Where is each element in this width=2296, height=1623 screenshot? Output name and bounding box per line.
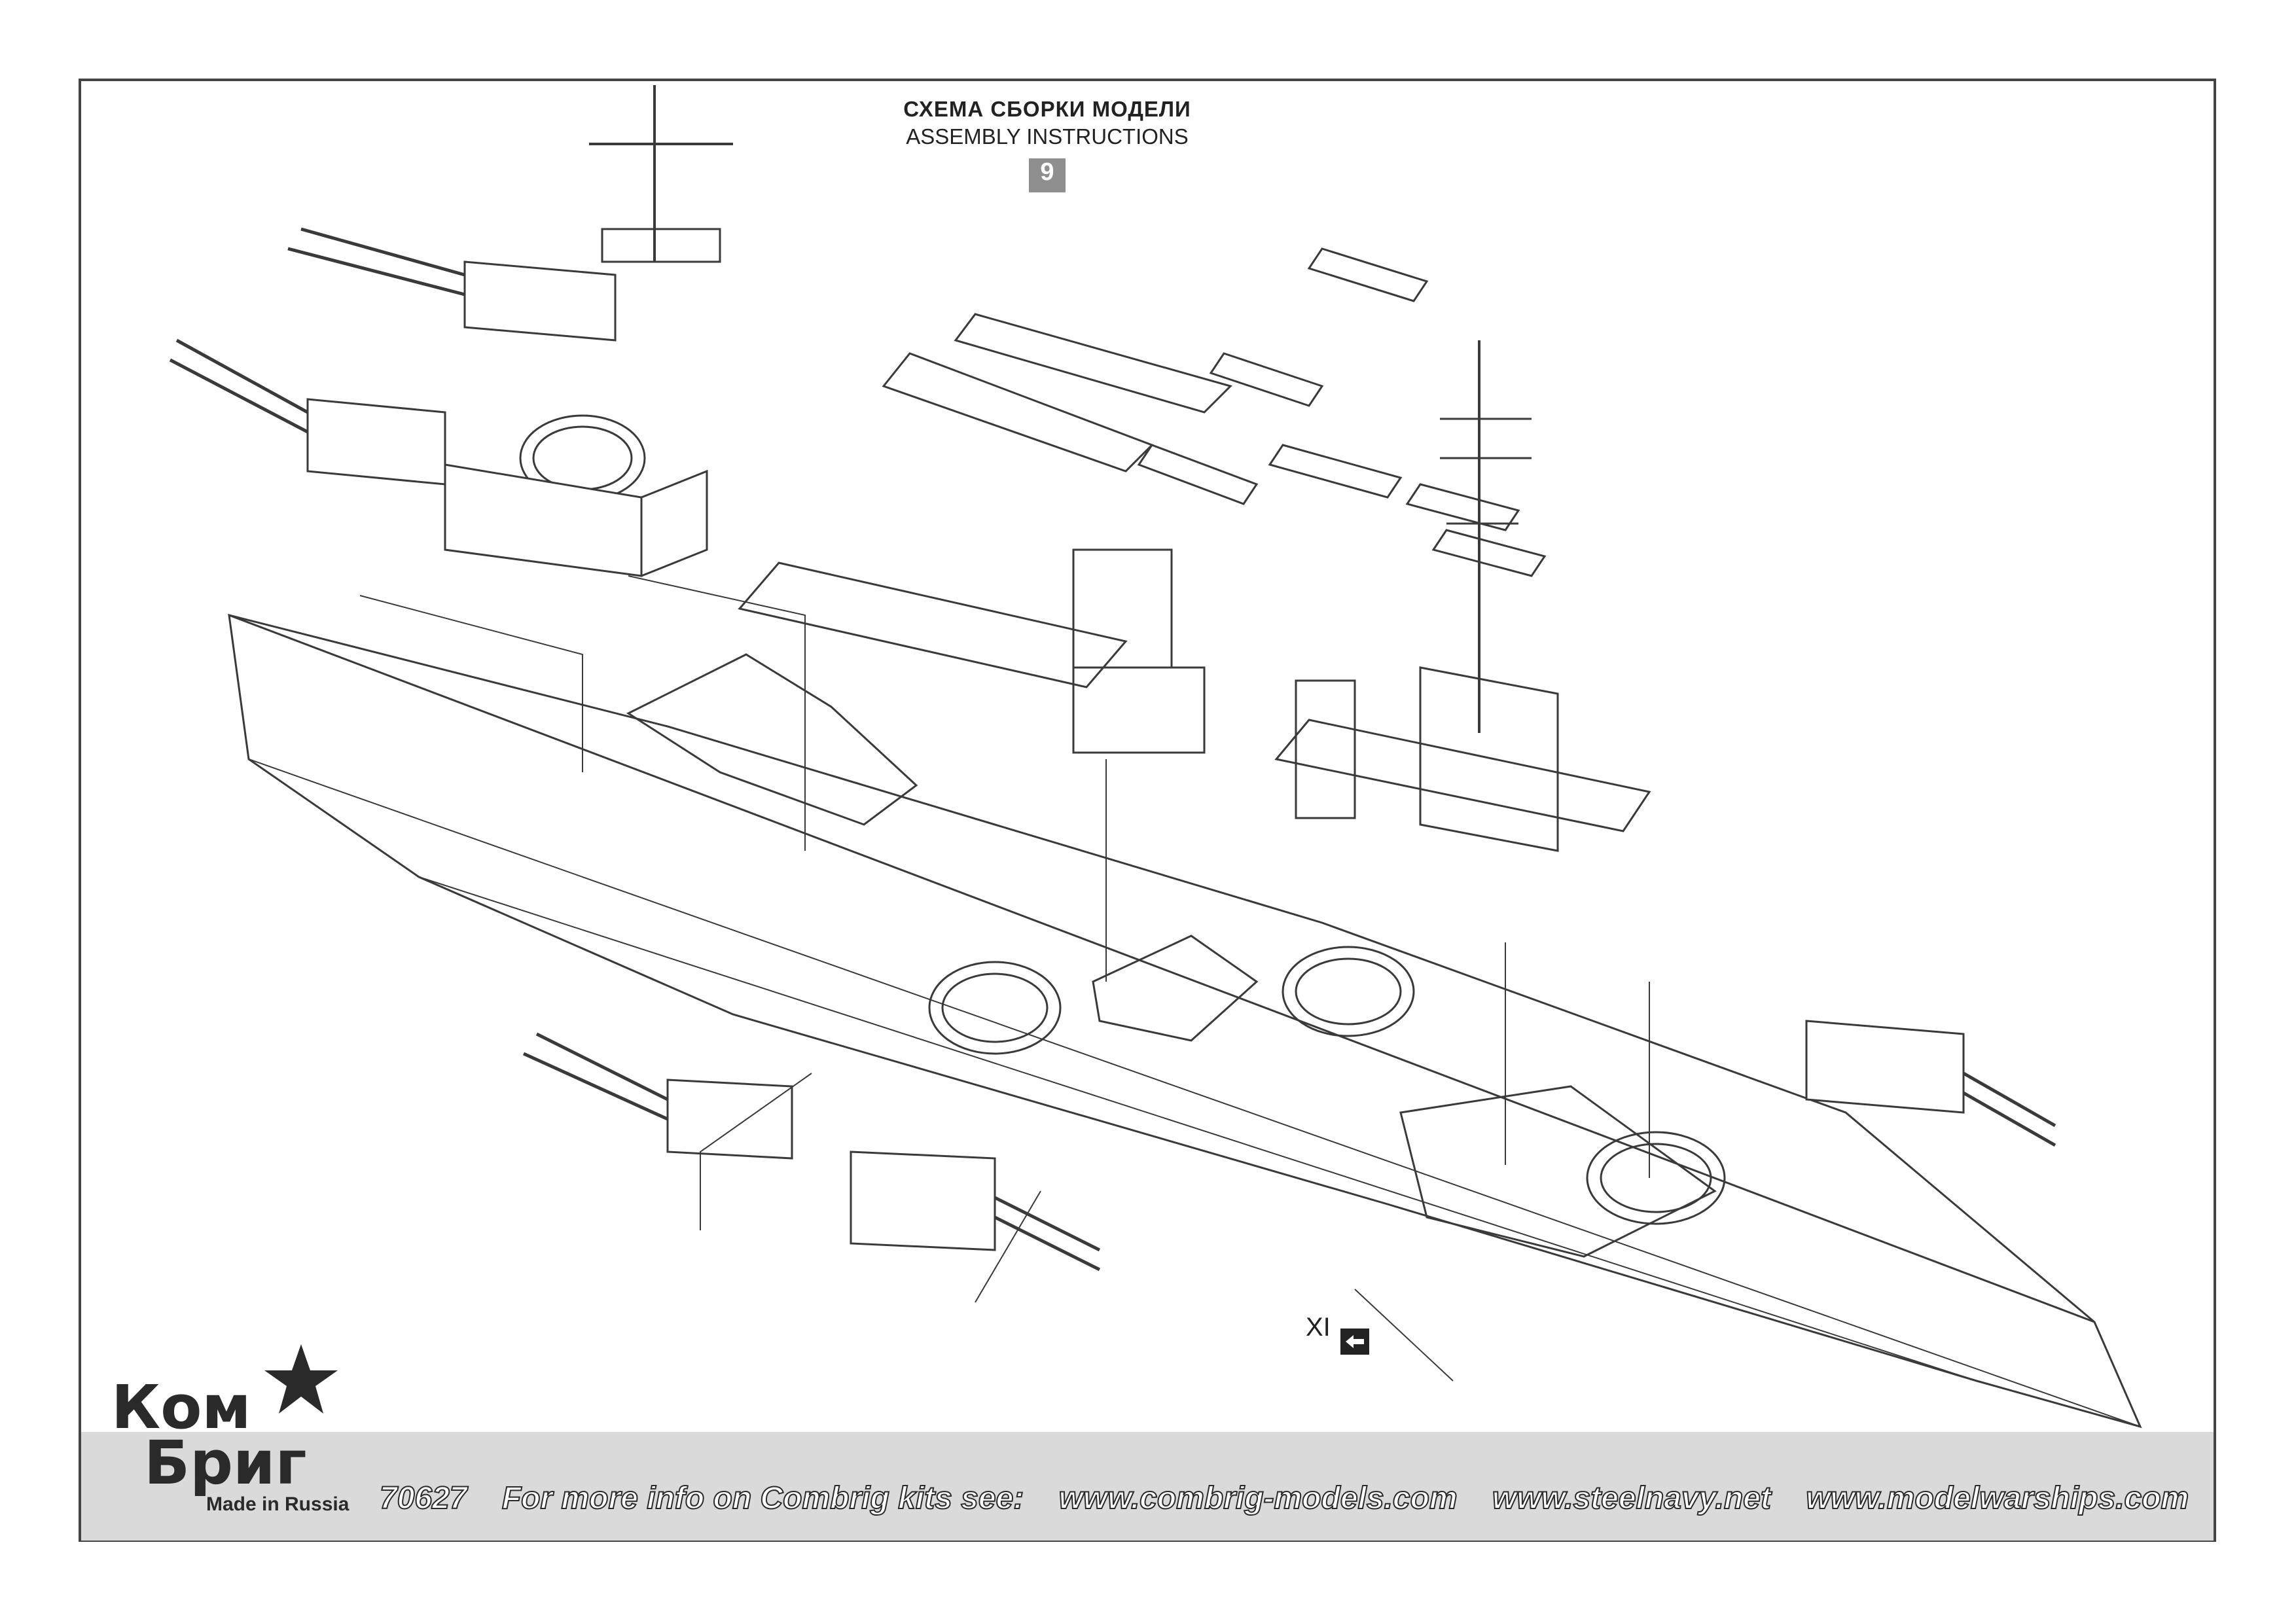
ship-boats: [882, 247, 1547, 577]
combrig-logo: Ком Бриг Made in Russia: [98, 1342, 360, 1538]
forward-superstructure: [444, 85, 733, 577]
deck-recesses: [626, 653, 1717, 1258]
ship-assembly-drawing: [169, 85, 2142, 1429]
footer-link[interactable]: www.modelwarships.com: [1805, 1480, 2189, 1516]
leader-lines: [359, 575, 1650, 1382]
page-frame: [79, 79, 2216, 1542]
funnels: [1072, 548, 1356, 819]
kit-number: 70627: [379, 1480, 467, 1516]
gun-turrets: [169, 227, 2056, 1272]
title-russian: СХЕМА СБОРКИ МОДЕЛИ: [903, 97, 1191, 121]
sub-assembly-ref-icon: [1340, 1329, 1369, 1355]
star-logo-icon: [264, 1344, 338, 1414]
logo-word-2: Бриг: [144, 1428, 307, 1498]
footer-text: 70627 For more info on Combrig kits see:…: [379, 1480, 2206, 1516]
info-text: For more info on Combrig kits see:: [501, 1480, 1024, 1516]
boat-deck-frames: [738, 562, 1651, 832]
footer-band: [81, 1432, 2214, 1541]
made-in-label: Made in Russia: [206, 1493, 350, 1515]
footer-link[interactable]: www.combrig-models.com: [1058, 1480, 1458, 1516]
logo-word-1: Ком: [111, 1372, 251, 1442]
step-number-badge: 9: [1029, 158, 1066, 192]
title-block: СХЕМА СБОРКИ МОДЕЛИ ASSEMBLY INSTRUCTION…: [753, 97, 1342, 192]
after-superstructure: [1419, 340, 1559, 852]
title-english: ASSEMBLY INSTRUCTIONS: [906, 124, 1189, 149]
footer-link[interactable]: www.steelnavy.net: [1492, 1480, 1772, 1516]
sub-assembly-ref-label: XI: [1306, 1313, 1331, 1342]
